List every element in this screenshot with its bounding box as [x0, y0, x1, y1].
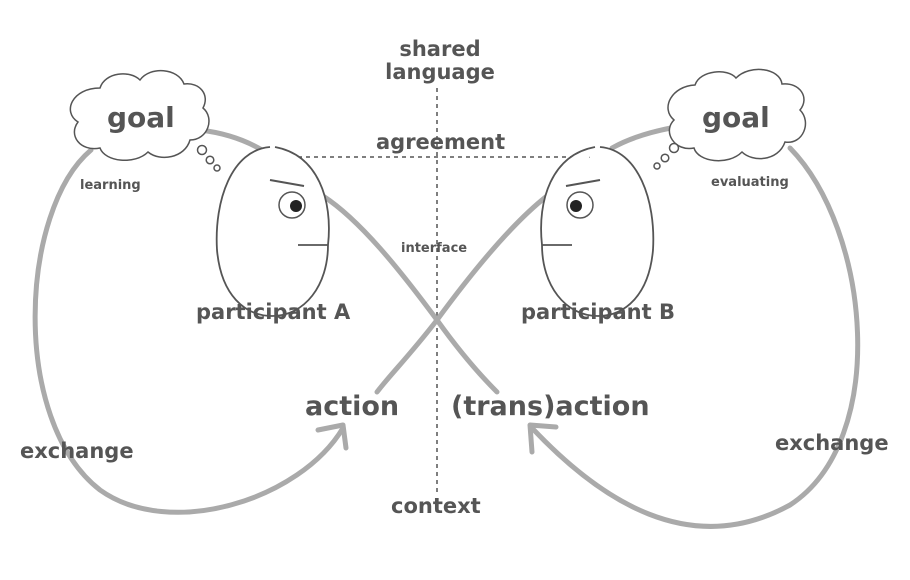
action-label: action — [305, 391, 400, 422]
gaze-line-a — [320, 193, 500, 395]
gaze-line-b — [374, 193, 550, 395]
exchange-loop-right — [529, 145, 861, 529]
participant-a-label: participant A — [196, 300, 351, 324]
transaction-label: (trans)action — [451, 391, 650, 422]
exchange-left-label: exchange — [20, 439, 134, 463]
arrowhead-right — [527, 422, 559, 455]
participant-b-label: participant B — [521, 300, 675, 324]
shared-language-label: shared language — [385, 37, 495, 85]
context-label: context — [391, 494, 481, 518]
participant-b-head — [540, 146, 655, 317]
thought-cloud-b — [653, 68, 807, 170]
participant-a-head — [215, 146, 330, 317]
eyebrow-icon — [269, 179, 305, 187]
interface-label: interface — [401, 241, 468, 256]
thought-arc-b — [609, 125, 674, 151]
evaluating-label: evaluating — [711, 175, 789, 190]
thought-cloud-a — [69, 70, 221, 172]
eyebrow-icon — [565, 179, 601, 187]
agreement-label: agreement — [376, 130, 506, 154]
thought-arc-a — [197, 127, 265, 153]
goal-b-label: goal — [702, 101, 770, 134]
learning-label: learning — [80, 178, 141, 193]
goal-a-label: goal — [107, 101, 175, 134]
exchange-right-label: exchange — [775, 431, 889, 455]
exchange-loop-left — [32, 147, 346, 515]
arrowhead-left — [315, 422, 349, 451]
